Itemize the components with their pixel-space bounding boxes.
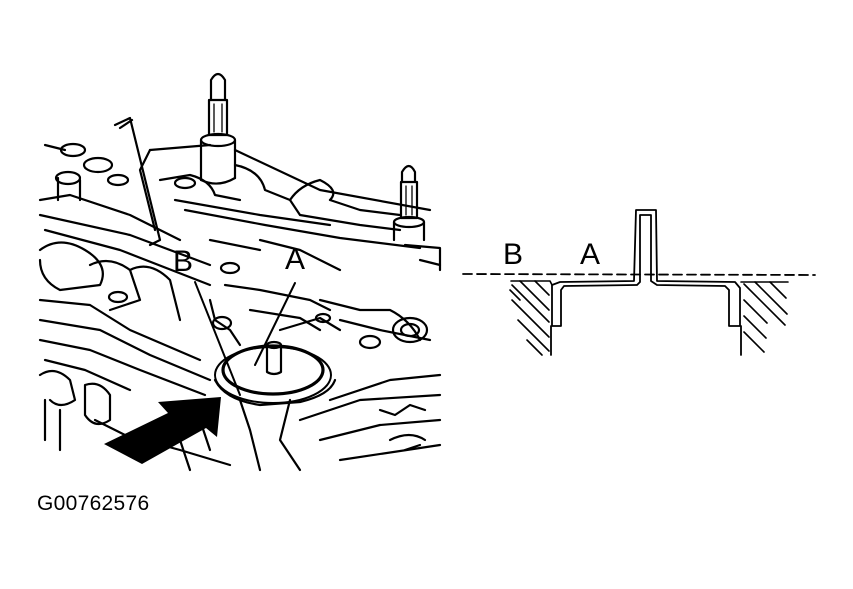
callout-b-section: B bbox=[503, 238, 524, 271]
stud-bolt-icon bbox=[392, 164, 426, 242]
gasket-profile bbox=[551, 209, 741, 327]
callout-a-engine: A bbox=[285, 243, 306, 276]
leader-line-b bbox=[194, 281, 241, 396]
hatch-right bbox=[743, 281, 788, 353]
hatch-left bbox=[509, 280, 550, 356]
figure-id-label: G00762576 bbox=[37, 492, 150, 515]
surface-reference-line bbox=[462, 273, 816, 276]
callout-a-section: A bbox=[580, 238, 601, 271]
direction-arrow-icon bbox=[104, 397, 221, 464]
leader-line-a bbox=[254, 282, 296, 366]
callout-b-engine: B bbox=[173, 245, 194, 278]
